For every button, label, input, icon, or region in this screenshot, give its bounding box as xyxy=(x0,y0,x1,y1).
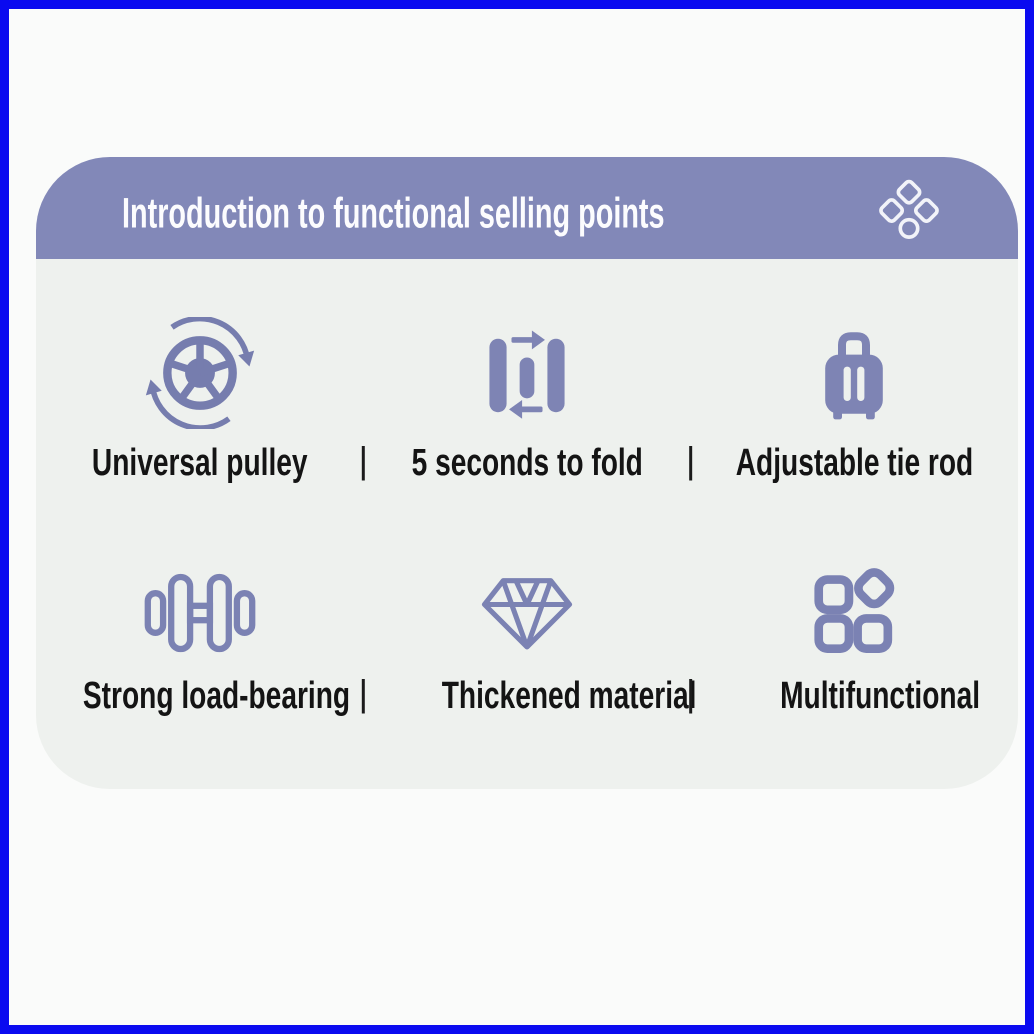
feature-label-cell: Universal pulley xyxy=(36,439,363,487)
card-header: Introduction to functional selling point… xyxy=(36,157,1018,259)
fold-arrows-icon xyxy=(363,317,690,429)
icons-row-2 xyxy=(36,561,1018,665)
feature-label: Thickened material xyxy=(441,674,697,717)
feature-label: Universal pulley xyxy=(91,441,308,484)
feature-label-cell: Adjustable tie rod xyxy=(691,439,1018,487)
selling-points-card: Introduction to functional selling point… xyxy=(36,157,1018,789)
feature-label: Multifunctional xyxy=(779,674,980,717)
dumbbell-icon xyxy=(36,561,363,665)
universal-pulley-icon xyxy=(36,317,363,429)
separator-pipe: | xyxy=(685,672,696,714)
card-body: Universal pulley 5 seconds to fold Adjus… xyxy=(36,259,1018,789)
page-title: Introduction to functional selling point… xyxy=(122,189,665,238)
feature-label-cell: 5 seconds to fold xyxy=(363,439,690,487)
separator-pipe: | xyxy=(358,439,369,481)
labels-row-1: Universal pulley 5 seconds to fold Adjus… xyxy=(36,439,1018,487)
feature-label-cell: Strong load-bearing xyxy=(36,671,397,721)
diamond-cluster-icon xyxy=(876,177,942,245)
icons-row-1 xyxy=(36,317,1018,429)
feature-label: Adjustable tie rod xyxy=(735,441,974,484)
labels-row-2: Strong load-bearing Thickened material M… xyxy=(36,671,1018,721)
separator-pipe: | xyxy=(358,672,369,714)
luggage-trolley-icon xyxy=(691,317,1018,429)
feature-label-cell: Multifunctional xyxy=(741,671,1018,721)
feature-label-cell: Thickened material xyxy=(397,671,741,721)
diamond-gem-icon xyxy=(363,561,690,665)
shapes-grid-icon xyxy=(691,561,1018,665)
separator-pipe: | xyxy=(685,439,696,481)
feature-label: 5 seconds to fold xyxy=(411,441,643,484)
feature-label: Strong load-bearing xyxy=(82,674,351,717)
